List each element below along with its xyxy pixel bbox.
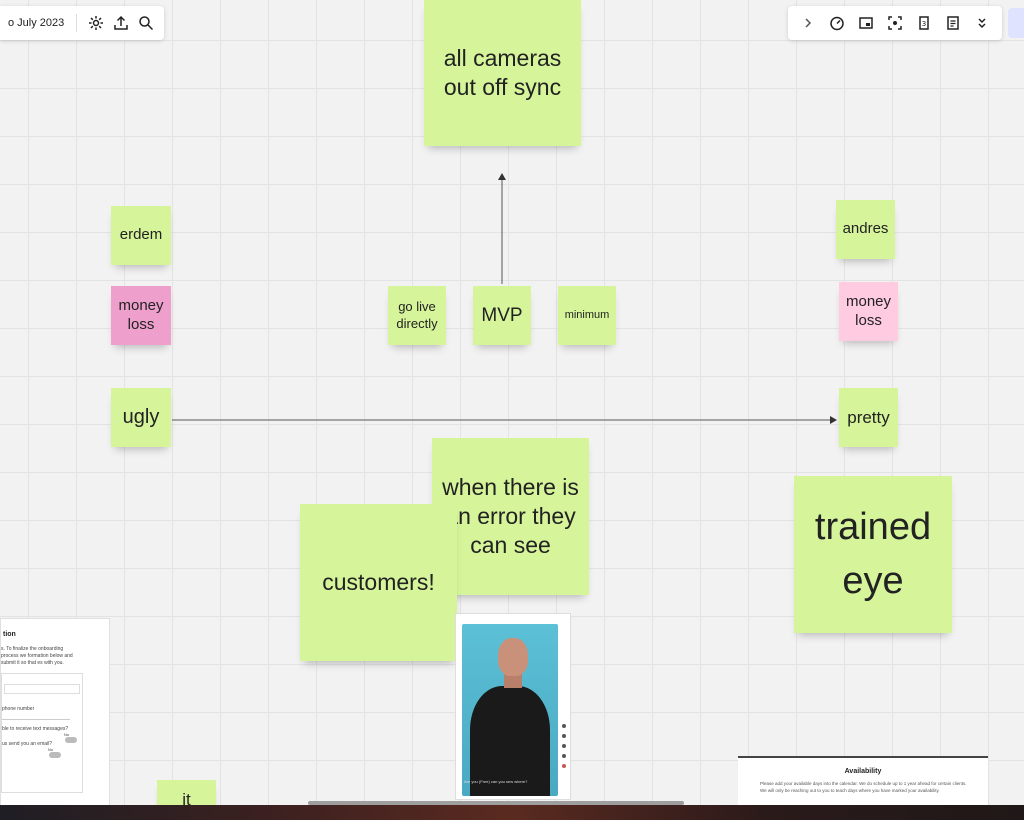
timer-icon[interactable] [825,11,849,35]
sticky-note-text: go live directly [396,299,438,331]
card-icon[interactable]: 3 [912,11,936,35]
sticky-note-text: customers! [322,569,435,596]
phone-label: phone number [2,706,35,712]
sticky-note-customers[interactable]: customers! [300,504,457,661]
sticky-note-text: MVP [481,304,523,326]
control-dot-icon[interactable] [562,744,566,748]
video-person-body [470,686,550,796]
availability-text: Please add your available days into the … [760,781,967,793]
upload-icon[interactable] [110,11,131,35]
sticky-note-pretty[interactable]: pretty [839,388,898,447]
form-title: tion [3,631,16,638]
embedded-form-panel[interactable]: tion s. To finalize the onboarding proce… [0,618,110,806]
sms-label: ble to receive text messages? [2,726,69,732]
notes-icon[interactable] [941,11,965,35]
chevron-right-icon[interactable] [796,11,820,35]
sticky-note-text: money loss [118,296,164,333]
sticky-note-ugly[interactable]: ugly [111,388,171,447]
availability-panel[interactable]: Availability Please add your available d… [738,756,988,808]
sticky-note-cameras[interactable]: all cameras out off sync [424,0,581,146]
user-avatar-partial[interactable] [1008,8,1024,38]
control-dot-icon[interactable] [562,764,566,768]
sticky-note-text: all cameras out off sync [443,45,562,100]
control-dot-icon[interactable] [562,734,566,738]
video-side-controls[interactable] [560,724,568,794]
sticky-note-text: pretty [847,407,890,427]
search-icon[interactable] [135,11,156,35]
sticky-note-text: money loss [845,292,892,329]
sticky-note-trained-eye[interactable]: trained eye [794,476,952,633]
present-icon[interactable] [854,11,878,35]
sticky-note-text: ugly [122,406,160,428]
focus-icon[interactable] [883,11,907,35]
video-player[interactable]: Are you (Free) can you sew where? [462,624,558,796]
os-taskbar [0,805,1024,820]
sticky-note-minimum[interactable]: minimum [558,286,616,345]
control-dot-icon[interactable] [562,754,566,758]
sticky-note-andres[interactable]: andres [836,200,895,259]
video-embed[interactable]: Are you (Free) can you sew where? [455,613,571,800]
sticky-note-text: andres [842,220,889,238]
toolbar-divider [76,14,78,32]
board-title[interactable]: o July 2023 [8,17,65,29]
sms-value: No [64,732,70,737]
control-dot-icon[interactable] [562,724,566,728]
sticky-note-money-loss-right[interactable]: money loss [839,282,898,341]
email-label: us send you an email? [2,741,53,747]
board-toolbar-left: o July 2023 [0,6,164,40]
sticky-note-erdem[interactable]: erdem [111,206,171,265]
email-value: No [48,747,54,752]
phone-input[interactable] [2,712,70,720]
availability-title: Availability [844,768,882,775]
video-person-head [498,638,528,676]
sticky-note-error[interactable]: when there is an error they can see [432,438,589,595]
chevron-double-down-icon[interactable] [970,11,994,35]
form-description: s. To finalize the onboarding process we… [1,646,73,666]
video-person-neck [504,674,522,688]
email-toggle[interactable] [49,752,61,758]
sticky-note-mvp[interactable]: MVP [473,286,531,345]
form-input[interactable] [4,684,80,694]
svg-text:3: 3 [922,20,926,28]
sticky-note-text: when there is an error they can see [442,474,579,558]
board-toolbar-right: 3 [788,6,1002,40]
form-box: phone number ble to receive text message… [1,673,83,793]
sms-toggle[interactable] [65,737,77,743]
sticky-note-money-loss-left[interactable]: money loss [111,286,171,345]
sticky-note-text: minimum [564,308,610,321]
video-caption: Are you (Free) can you sew where? [464,779,528,784]
gear-icon[interactable] [85,11,106,35]
horizontal-scrollbar[interactable] [308,801,684,805]
sticky-note-go-live[interactable]: go live directly [388,286,446,345]
sticky-note-text: trained eye [814,506,932,602]
sticky-note-text: it [182,789,191,809]
sticky-note-text: erdem [119,226,163,244]
